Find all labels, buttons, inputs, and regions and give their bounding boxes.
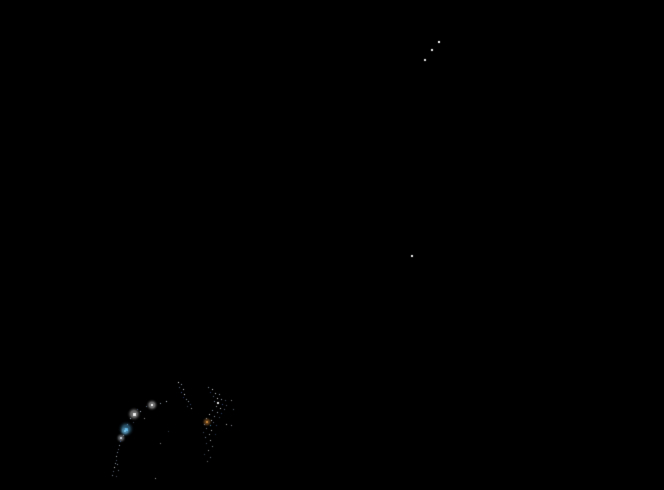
image-frame: Extremely dark, near-black photographic … xyxy=(0,0,664,490)
dark-photo-canvas xyxy=(0,0,664,490)
